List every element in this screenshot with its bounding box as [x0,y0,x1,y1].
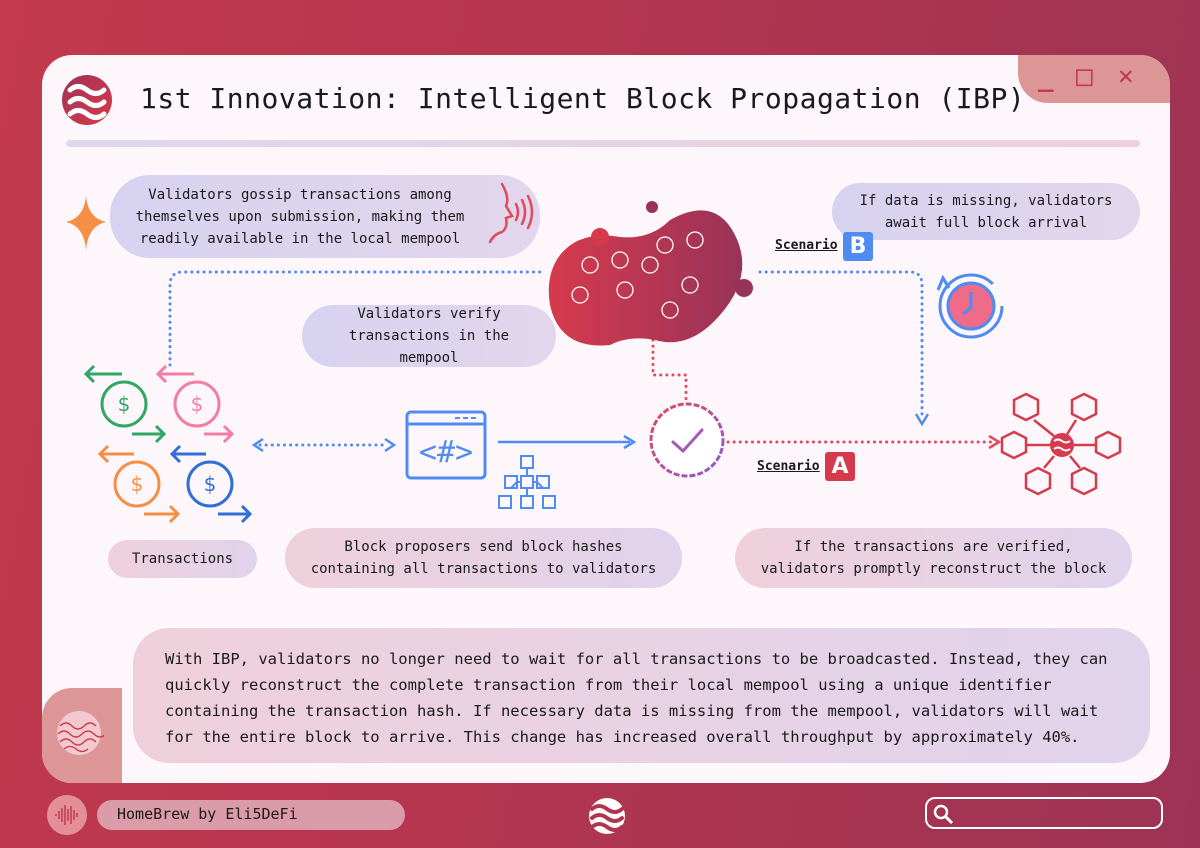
scenario-b-badge: B [843,232,873,261]
title-divider [66,140,1140,147]
missing-data-note: If data is missing, validators await ful… [832,183,1140,240]
maximize-button[interactable]: □ [1076,59,1093,92]
speaking-head-icon [488,182,534,244]
scenario-a-badge: A [825,452,855,481]
logo-icon [62,75,112,125]
search-icon [933,804,954,825]
page-title: 1st Innovation: Intelligent Block Propag… [140,82,1026,115]
scenario-b-path [758,270,924,420]
svg-text:$: $ [204,472,217,496]
scenario-b-label: Scenario [775,238,838,253]
svg-text:$: $ [131,472,144,496]
gossip-note: Validators gossip transactions among the… [110,175,540,258]
window-controls: _ □ ✕ [1018,55,1170,103]
proposers-note-text: Block proposers send block hashes contai… [310,539,657,577]
clock-refresh-icon [936,273,1004,339]
verified-check-icon [649,402,725,478]
missing-data-note-text: If data is missing, validators await ful… [859,192,1113,231]
transactions-icon: $ $ $ $ [83,364,253,524]
svg-text:<#>: <#> [419,435,473,470]
summary-text: With IBP, validators no longer need to w… [133,628,1150,763]
gossip-note-text: Validators gossip transactions among the… [135,186,465,247]
mempool-blob [548,201,753,346]
proposers-note: Block proposers send block hashes contai… [285,528,682,588]
audio-wave-icon [47,795,87,835]
search-input[interactable] [925,797,1163,829]
verify-path [651,338,688,402]
credit-label: HomeBrew by Eli5DeFi [97,800,405,830]
close-button[interactable]: ✕ [1118,61,1134,91]
gossip-path [168,270,547,367]
wave-seal-icon [57,711,104,755]
verified-note: If the transactions are verified, valida… [735,528,1132,588]
reconstructed-block-icon [1000,392,1122,496]
svg-text:$: $ [118,392,131,416]
verify-note-text: Validators verify transactions in the me… [348,306,510,366]
footer-logo-icon [589,798,625,834]
svg-text:$: $ [191,392,204,416]
scenario-a-label: Scenario [757,459,820,474]
transactions-label: Transactions [108,540,257,578]
code-window-icon: <#> [405,410,487,480]
blockchain-network-icon [498,455,556,509]
minimize-button[interactable]: _ [1038,63,1054,93]
verified-note-text: If the transactions are verified, valida… [760,539,1107,577]
seal-tab [42,688,122,783]
verify-note: Validators verify transactions in the me… [302,305,556,367]
